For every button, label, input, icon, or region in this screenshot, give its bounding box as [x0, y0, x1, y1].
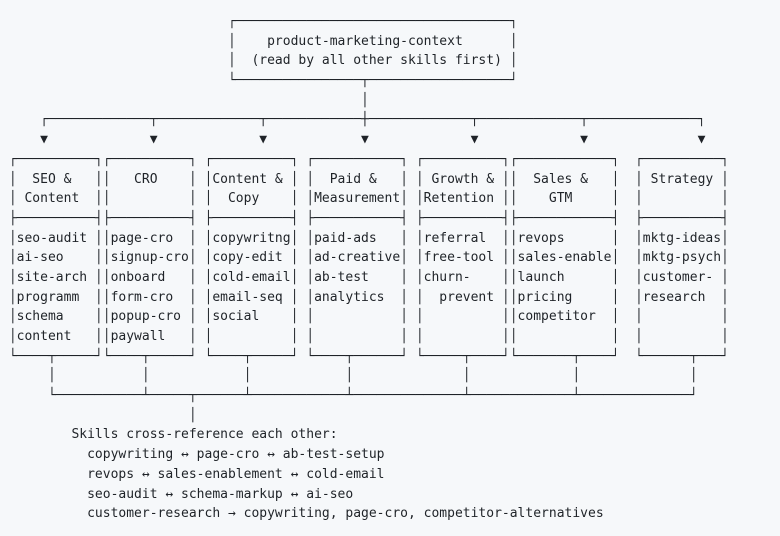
- collector-horizontal-line: └───────────┴─────┬──────┴────────────┴─…: [1, 388, 698, 404]
- category-titles-line-2: │ Content ││ │ │ Copy │ │Measurement│ │R…: [1, 191, 729, 207]
- crossref-relation-4: customer-research → copywriting, page-cr…: [1, 506, 604, 522]
- category-separator-border: ├──────────┤├──────────┤ ├──────────┤ ├─…: [1, 210, 729, 226]
- skills-row-4: │programm ││form-cro │ │email-seq │ │ana…: [1, 289, 729, 305]
- skills-row-1: │seo-audit ││page-cro │ │copywritng│ │pa…: [1, 230, 729, 246]
- skills-row-2: │ai-seo ││signup-cro│ │copy-edit │ │ad-c…: [1, 250, 729, 266]
- crossref-relation-2: revops ↔ sales-enablement ↔ cold-email: [1, 466, 385, 482]
- crossref-relation-1: copywriting ↔ page-cro ↔ ab-test-setup: [1, 447, 385, 463]
- root-box-title: │ product-marketing-context │: [1, 33, 518, 49]
- category-boxes-bottom-border: └────┬─────┘└────┬─────┘ └────┬─────┘ └─…: [1, 348, 729, 364]
- collector-drop-line: │: [1, 407, 197, 423]
- skills-row-6: │content ││paywall │ │ │ │ │ │ ││ │ │ │: [1, 329, 729, 344]
- branch-arrow-icons: ▼ ▼ ▼ ▼ ▼ ▼ ▼: [1, 132, 706, 148]
- root-connector-line: │: [1, 92, 369, 108]
- skills-row-5: │schema ││popup-cro │ │social │ │ │ │ ││…: [1, 309, 729, 325]
- category-titles-line-1: │ SEO & ││ CRO │ │Content & │ │ Paid & │…: [1, 171, 729, 187]
- branch-distribution-line: ┌─────────────┬─────────────┬───────────…: [1, 112, 706, 128]
- category-boxes-top-border: ┌──────────┐┌──────────┐ ┌──────────┐ ┌─…: [1, 151, 729, 167]
- crossref-heading: Skills cross-reference each other:: [1, 427, 338, 443]
- skills-row-3: │site-arch ││onboard │ │cold-email│ │ab-…: [1, 269, 729, 285]
- root-box-bottom-border: └────────────────┬──────────────────┘: [1, 73, 518, 89]
- collector-stem-lines: │ │ │ │ │ │ │: [1, 368, 698, 384]
- root-box-top-border: ┌───────────────────────────────────┐: [1, 14, 518, 29]
- root-box-subtitle: │ (read by all other skills first) │: [1, 53, 518, 69]
- skills-architecture-diagram: ┌───────────────────────────────────┐ │ …: [1, 14, 729, 522]
- crossref-relation-3: seo-audit ↔ schema-markup ↔ ai-seo: [1, 486, 354, 502]
